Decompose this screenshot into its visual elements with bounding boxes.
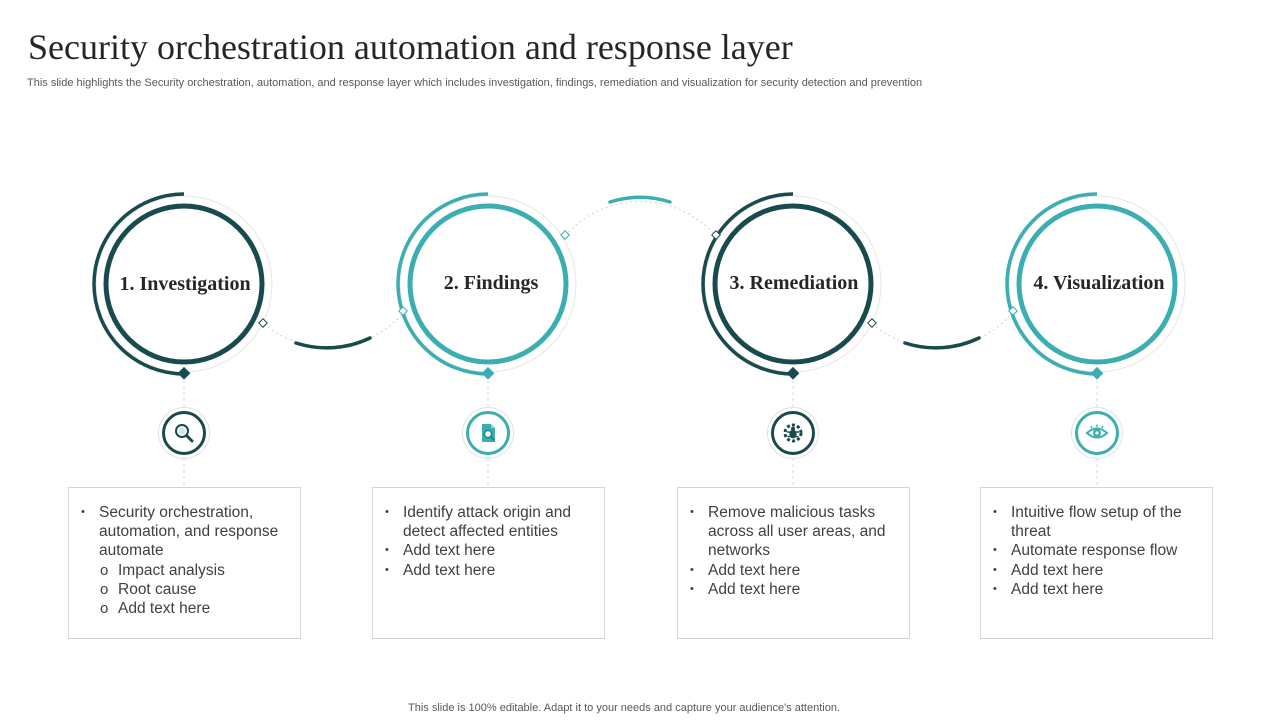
document-search-icon [482, 424, 495, 442]
step-ring-2 [396, 192, 577, 380]
page-subtitle: This slide highlights the Security orche… [27, 77, 923, 89]
step-label-4: 4. Visualization [1033, 272, 1165, 294]
step-icon-badge-3 [771, 411, 815, 455]
card-bullet: Add text here [385, 541, 594, 560]
card-bullet: Add text here [993, 580, 1202, 599]
step-ring-4 [1005, 192, 1186, 380]
card-bullet: Add text here [385, 561, 594, 580]
step-card-4: Intuitive flow setup of the threat Autom… [980, 487, 1213, 639]
bridge-arc-2 [564, 201, 717, 237]
card-bullet: Add text here [690, 561, 899, 580]
step-label-3: 3. Remediation [729, 272, 859, 294]
step-label-1: 1. Investigation [119, 273, 251, 295]
step-ring-1 [92, 192, 273, 380]
card-bullet: Intuitive flow setup of the threat [993, 503, 1202, 541]
step-icon-badge-4 [1075, 411, 1119, 455]
card-bullet: Add text here [690, 580, 899, 599]
card-sub-bullet: Impact analysis [81, 561, 290, 580]
step-card-2: Identify attack origin and detect affect… [372, 487, 605, 639]
step-card-1: Security orchestration, automation, and … [68, 487, 301, 639]
card-bullet: Security orchestration, automation, and … [81, 503, 290, 561]
card-bullet: Automate response flow [993, 541, 1202, 560]
bridge-arc-1 [263, 311, 405, 348]
card-bullet: Identify attack origin and detect affect… [385, 503, 594, 541]
footer-note: This slide is 100% editable. Adapt it to… [408, 702, 840, 714]
step-icon-badge-2 [466, 411, 510, 455]
bridge-arc-1-accent [294, 336, 372, 350]
step-icon-badge-1 [162, 411, 206, 455]
card-bullet: Remove malicious tasks across all user a… [690, 503, 899, 561]
page-title: Security orchestration automation and re… [28, 27, 793, 67]
step-ring-3 [701, 192, 882, 380]
eye-icon [1085, 424, 1109, 439]
bridge-arc-3-accent [903, 336, 981, 350]
bug-gear-icon [783, 423, 803, 443]
bridge-arc-3 [871, 311, 1014, 349]
card-sub-bullet: Add text here [81, 599, 290, 618]
card-sub-bullet: Root cause [81, 580, 290, 599]
magnifier-icon [175, 424, 194, 443]
step-card-3: Remove malicious tasks across all user a… [677, 487, 910, 639]
card-bullet: Add text here [993, 561, 1202, 580]
step-label-2: 2. Findings [443, 272, 539, 294]
bridge-arc-2-accent [608, 195, 672, 204]
